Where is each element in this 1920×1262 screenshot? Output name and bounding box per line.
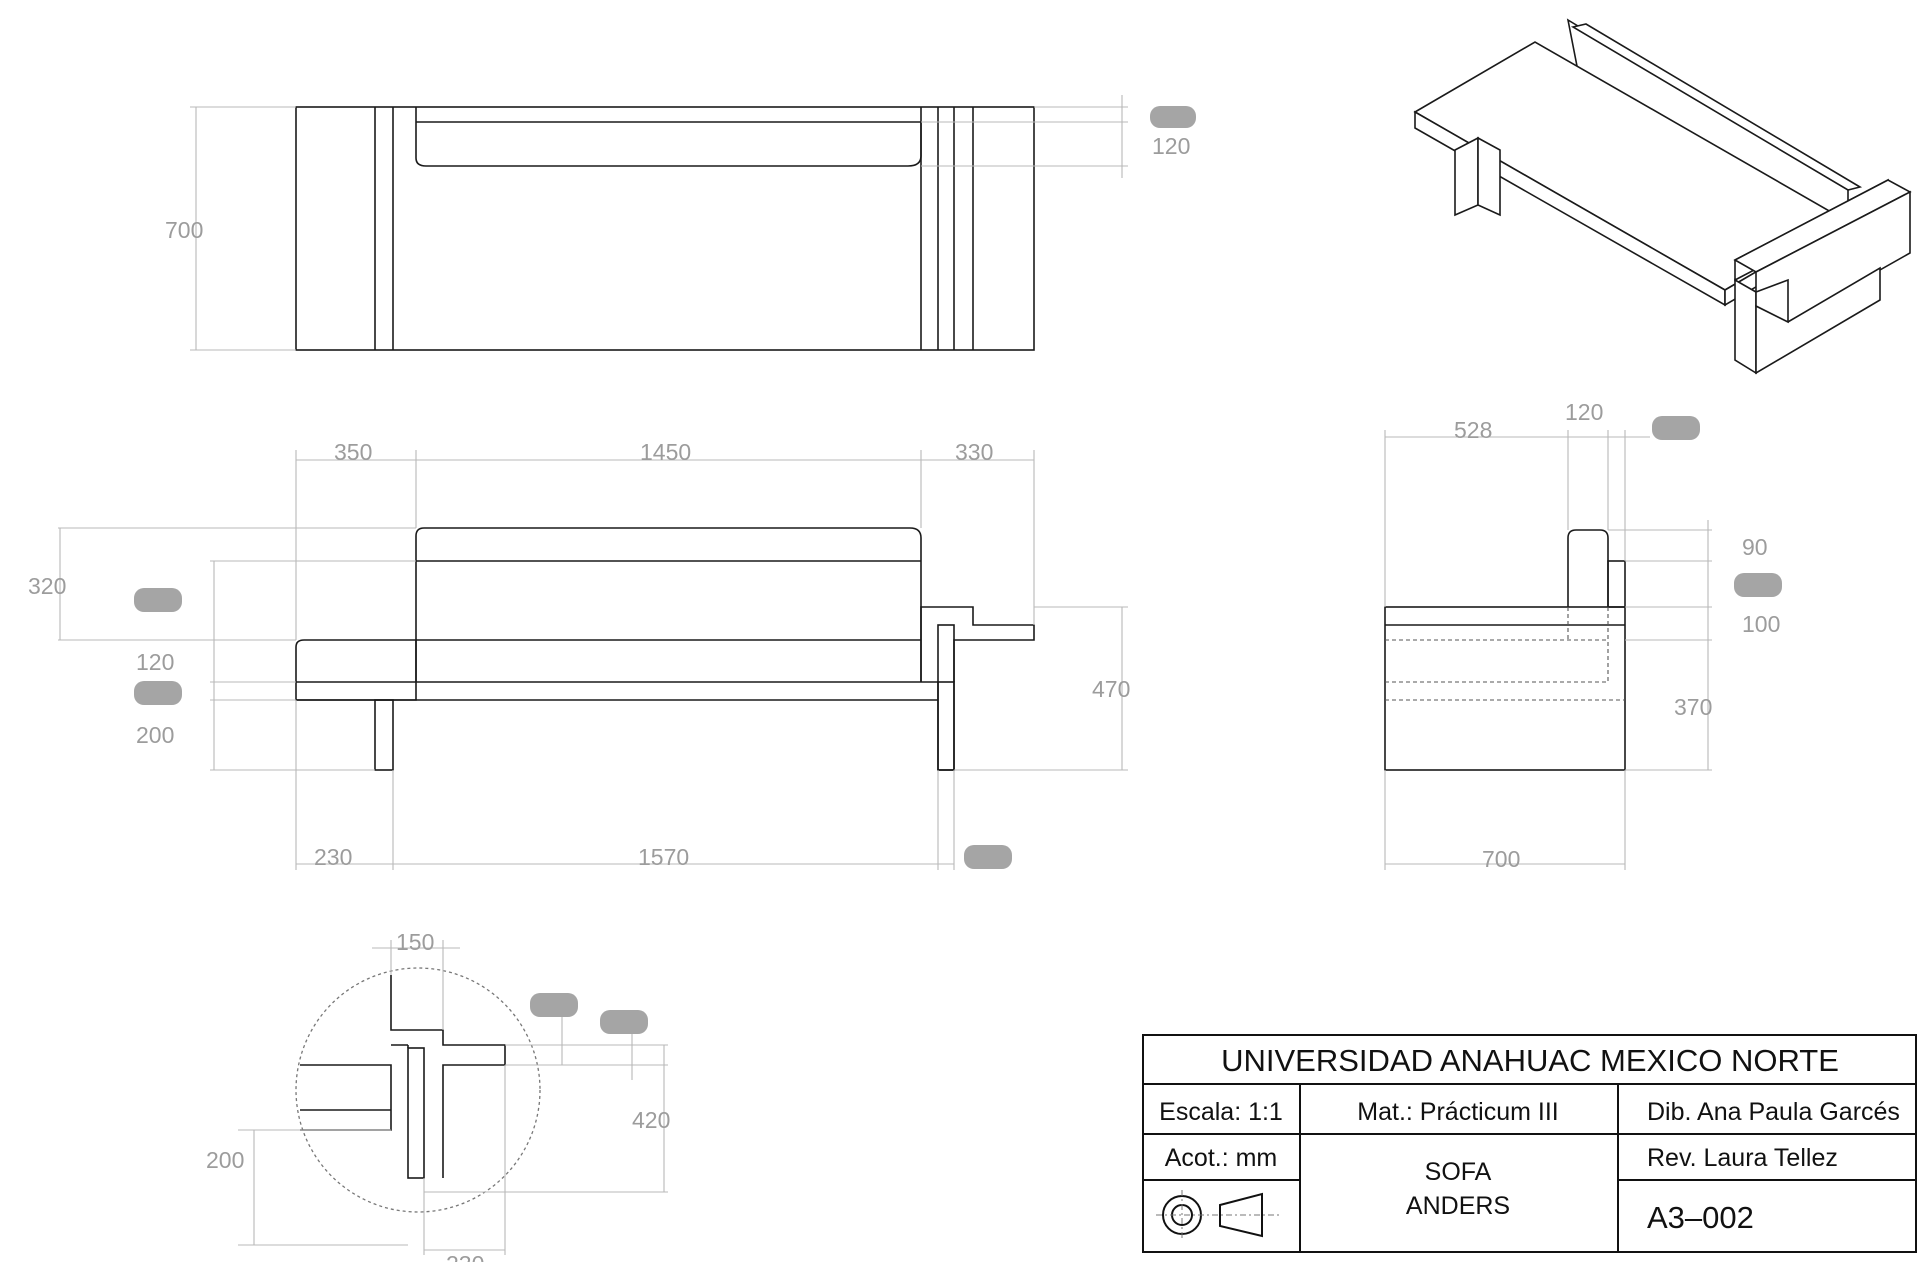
dim-side-total: 700 bbox=[1482, 846, 1520, 872]
dim-front-total-h: 470 bbox=[1092, 676, 1130, 702]
redacted-label bbox=[1652, 416, 1700, 440]
units-field: Acot.: mm bbox=[1165, 1144, 1278, 1172]
redacted-label bbox=[600, 1010, 648, 1034]
dim-front-legs-span: 1570 bbox=[638, 844, 689, 870]
front-view-left-leg bbox=[374, 699, 394, 771]
detail-circle bbox=[295, 967, 541, 1213]
side-view-backrest bbox=[1567, 529, 1609, 607]
top-view-outline bbox=[295, 106, 1035, 351]
dim-front-back-h: 320 bbox=[28, 573, 66, 599]
side-view bbox=[1384, 416, 1782, 870]
isometric-view bbox=[1413, 18, 1912, 375]
dim-side-cushion: 100 bbox=[1742, 611, 1780, 637]
front-view-left-arm bbox=[295, 639, 417, 701]
front-view-right-leg bbox=[937, 681, 955, 771]
redacted-label bbox=[964, 845, 1012, 869]
detail-view bbox=[238, 940, 668, 1255]
institution-name: UNIVERSIDAD ANAHUAC MEXICO NORTE bbox=[1221, 1043, 1839, 1078]
dim-detail-height: 420 bbox=[632, 1107, 670, 1133]
dim-front-arm-left: 350 bbox=[334, 439, 372, 465]
front-view-right-arm bbox=[920, 606, 1035, 682]
drawing-title-line1: SOFA bbox=[1425, 1158, 1492, 1186]
dim-detail-top: 150 bbox=[396, 929, 434, 955]
dim-front-leg-h: 200 bbox=[136, 722, 174, 748]
dim-detail-left: 200 bbox=[206, 1147, 244, 1173]
drawing-title-line2: ANDERS bbox=[1406, 1192, 1510, 1220]
reviewed-by-field: Rev. Laura Tellez bbox=[1647, 1144, 1838, 1172]
dim-front-leg-left: 230 bbox=[314, 844, 352, 870]
dim-side-back-thick: 120 bbox=[1565, 399, 1603, 425]
dim-detail-bottom: 230 bbox=[446, 1251, 484, 1262]
dim-side-seat-depth: 528 bbox=[1454, 417, 1492, 443]
scale-field: Escala: 1:1 bbox=[1159, 1098, 1283, 1126]
redacted-label bbox=[1734, 573, 1782, 597]
dim-side-base: 370 bbox=[1674, 694, 1712, 720]
front-view-backrest bbox=[415, 527, 922, 682]
dim-side-top: 90 bbox=[1742, 534, 1768, 560]
side-view-body bbox=[1384, 606, 1626, 771]
redacted-label bbox=[134, 588, 182, 612]
dimension-labels: 700 120 350 1450 330 320 120 200 470 230… bbox=[28, 133, 1780, 1262]
top-view-backrest bbox=[415, 122, 922, 167]
top-view bbox=[190, 95, 1196, 351]
dim-top-depth: 700 bbox=[165, 217, 203, 243]
redacted-label bbox=[530, 993, 578, 1017]
dim-top-back: 120 bbox=[1152, 133, 1190, 159]
dim-front-seat: 1450 bbox=[640, 439, 691, 465]
material-field: Mat.: Prácticum III bbox=[1357, 1098, 1558, 1126]
drawn-by-field: Dib. Ana Paula Garcés bbox=[1647, 1098, 1900, 1126]
redacted-label bbox=[1150, 106, 1196, 128]
redacted-label bbox=[134, 681, 182, 705]
dim-front-arm-right: 330 bbox=[955, 439, 993, 465]
first-angle-projection-icon bbox=[1156, 1190, 1282, 1240]
dim-front-cushion: 120 bbox=[136, 649, 174, 675]
title-block: UNIVERSIDAD ANAHUAC MEXICO NORTE Escala:… bbox=[1142, 1034, 1917, 1253]
front-view bbox=[58, 450, 1128, 870]
sheet-code: A3–002 bbox=[1647, 1200, 1754, 1235]
